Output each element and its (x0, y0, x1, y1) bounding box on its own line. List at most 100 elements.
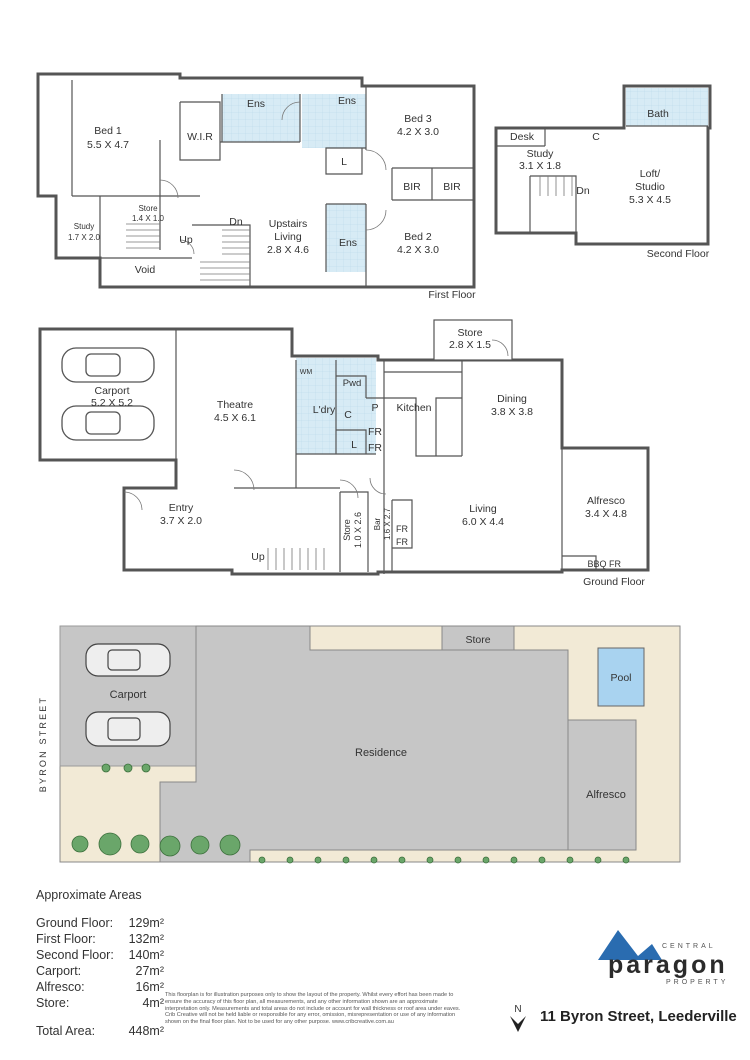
living-label-2: Living (274, 231, 302, 243)
study-label: Study (74, 222, 94, 231)
fr2-label: FR (368, 442, 382, 454)
bath-label: Bath (647, 108, 669, 120)
second-floor-plan (494, 84, 712, 246)
ens-top-label: Ens (247, 98, 265, 110)
area-row-alfresco: Alfresco:16m² (36, 980, 164, 994)
bed2-size: 4.2 X 3.0 (397, 244, 439, 256)
north-label: N (514, 1004, 521, 1015)
theatre-size: 4.5 X 6.1 (214, 412, 256, 424)
alfresco-label: Alfresco (587, 495, 625, 507)
first-floor-plan (36, 72, 476, 289)
fr5-label: FR (609, 559, 621, 569)
fr1-label: FR (368, 426, 382, 438)
loft-label-2: Studio (635, 181, 665, 193)
fr4-label: FR (396, 537, 408, 547)
ground-floor-title: Ground Floor (583, 576, 645, 588)
alfresco-size: 3.4 X 4.8 (585, 508, 627, 520)
first-floor-stairs (126, 223, 250, 281)
logo-top-text: CENTRAL (662, 943, 716, 950)
bar-label: Bar (373, 517, 382, 530)
living-size: 2.8 X 4.6 (267, 244, 309, 256)
living-label: Living (469, 503, 497, 515)
loft-label: Loft/ (640, 168, 661, 180)
second-floor-title: Second Floor (647, 248, 710, 260)
pwd-label: Pwd (343, 378, 361, 389)
desk-label: Desk (510, 131, 535, 143)
carport-cars-ground (61, 347, 155, 441)
first-floor-walls (71, 80, 474, 287)
store-size: 1.4 X 1.0 (132, 214, 165, 223)
laundry-label: L'dry (313, 404, 336, 416)
site-cars (85, 643, 171, 747)
area-row-total: Total Area:448m² (36, 1024, 164, 1038)
theatre-label: Theatre (217, 399, 253, 411)
area-row-ground: Ground Floor:129m² (36, 916, 164, 930)
bir2-label: BIR (443, 181, 461, 193)
area-row-store: Store:4m² (36, 996, 164, 1010)
disclaimer-text: This floorplan is for illustration purpo… (165, 992, 461, 1026)
store2-label: Store (342, 519, 352, 541)
study-label: Study (527, 148, 555, 160)
entry-label: Entry (169, 502, 194, 514)
second-floor-labels: Bath Desk C Study 3.1 X 1.8 Dn Loft/ Stu… (510, 108, 710, 260)
loft-size: 5.3 X 4.5 (629, 194, 671, 206)
site-pool-label: Pool (610, 672, 631, 684)
ground-floor-stairs (267, 548, 325, 570)
dining-size: 3.8 X 3.8 (491, 406, 533, 418)
store-size: 2.8 X 1.5 (449, 339, 491, 351)
store2-size: 1.0 X 2.6 (353, 512, 363, 548)
site-plan: BYRON STREET Carport Store Pool Residenc… (38, 625, 681, 864)
store-label: Store (457, 327, 482, 339)
bbq-label: BBQ (587, 559, 606, 569)
ens-top-tiles (222, 94, 300, 142)
north-arrow-icon (510, 1016, 526, 1032)
entry-size: 3.7 X 2.0 (160, 515, 202, 527)
living-label: Upstairs (269, 218, 308, 230)
study-size: 3.1 X 1.8 (519, 160, 561, 172)
study-size: 1.7 X 2.0 (68, 233, 101, 242)
ens2-tiles (326, 204, 366, 272)
areas-title: Approximate Areas (36, 888, 142, 902)
bed1-size: 5.5 X 4.7 (87, 139, 129, 151)
ens2-label: Ens (339, 237, 357, 249)
carport-label: Carport (94, 385, 129, 397)
living-size: 6.0 X 4.4 (462, 516, 504, 528)
site-trees (71, 763, 630, 864)
linen-label: L (341, 156, 347, 168)
bath-tiles (626, 88, 708, 126)
dn-label: Dn (576, 185, 590, 197)
up-label: Up (251, 551, 265, 563)
street-label: BYRON STREET (38, 696, 48, 792)
pantry-label: P (371, 402, 378, 414)
bar-size: 1.6 X 2.7 (383, 507, 392, 540)
bed1-label: Bed 1 (94, 125, 122, 137)
up-label: Up (179, 234, 193, 246)
site-carport-label: Carport (110, 689, 147, 701)
approximate-areas: Approximate Areas Ground Floor:129m² Fir… (36, 888, 164, 1040)
fr3-label: FR (396, 524, 408, 534)
property-address: 11 Byron Street, Leederville (540, 1008, 737, 1025)
ground-floor-plan (38, 319, 650, 576)
dining-label: Dining (497, 393, 527, 405)
area-row-first: First Floor:132m² (36, 932, 164, 946)
bir1-label: BIR (403, 181, 421, 193)
site-residence (159, 625, 637, 863)
store-box (433, 319, 513, 361)
ens-small-label: Ens (338, 95, 356, 107)
ens-small-tiles (302, 94, 366, 148)
c-label: C (592, 131, 600, 143)
c-label: C (344, 409, 352, 421)
logo-mark-icon (598, 930, 662, 960)
site-store (441, 625, 515, 651)
dn-label: Dn (229, 216, 243, 228)
first-floor-doors (159, 101, 387, 255)
second-floor-stairs (539, 176, 573, 196)
kitchen-label: Kitchen (396, 402, 431, 414)
void-label: Void (135, 264, 156, 276)
logo-bottom-text: PROPERTY (666, 979, 729, 986)
site-pool (597, 647, 645, 707)
wir-label: W.I.R (187, 131, 213, 143)
site-alfresco-zone (567, 719, 637, 851)
bed2-label: Bed 2 (404, 231, 432, 243)
